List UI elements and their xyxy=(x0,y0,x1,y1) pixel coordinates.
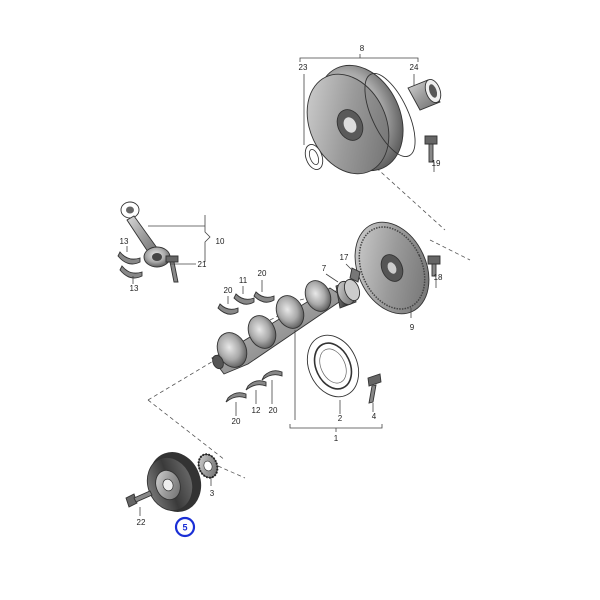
main-bearing-shell-part-20-upper-right[interactable] xyxy=(253,291,275,303)
main-bearing-shell-part-20-lower-left[interactable] xyxy=(225,392,247,403)
label-part-20-bottom-left[interactable]: 20 xyxy=(232,417,241,426)
label-part-9[interactable]: 9 xyxy=(410,323,415,332)
dual-mass-flywheel-part-8[interactable] xyxy=(292,51,426,187)
label-part-1[interactable]: 1 xyxy=(334,434,339,443)
bearing-shell-part-13-lower[interactable] xyxy=(119,265,143,279)
timing-sprocket-part-7[interactable] xyxy=(334,277,362,309)
bolt-part-19[interactable] xyxy=(424,135,438,163)
main-bearing-shell-part-12[interactable] xyxy=(245,380,267,391)
needle-bearing-part-24[interactable] xyxy=(407,77,444,111)
label-part-7[interactable]: 7 xyxy=(322,264,327,273)
label-part-20-top-left[interactable]: 20 xyxy=(224,286,233,295)
highlight-marker-part-5[interactable]: 5 xyxy=(174,516,196,538)
label-part-20-top-right[interactable]: 20 xyxy=(258,269,267,278)
label-part-23[interactable]: 23 xyxy=(299,63,308,72)
label-part-13-lower[interactable]: 13 xyxy=(130,284,139,293)
main-bearing-shell-part-11[interactable] xyxy=(233,293,255,305)
bolt-part-4[interactable] xyxy=(367,373,382,404)
main-bearing-shell-part-20-lower-right[interactable] xyxy=(261,370,283,381)
label-part-13-upper[interactable]: 13 xyxy=(120,237,129,246)
crank-sprocket-part-3[interactable] xyxy=(195,452,220,481)
label-part-20-bottom-right[interactable]: 20 xyxy=(269,406,278,415)
bolt-part-18[interactable] xyxy=(427,255,441,277)
connecting-rod-part-10[interactable] xyxy=(120,201,171,268)
vibration-damper-part-5[interactable] xyxy=(140,445,209,518)
label-part-19[interactable]: 19 xyxy=(432,159,441,168)
main-bearing-shell-part-20-upper-left[interactable] xyxy=(217,303,239,315)
label-part-4[interactable]: 4 xyxy=(372,412,377,421)
label-part-3[interactable]: 3 xyxy=(210,489,215,498)
flywheel-part-9[interactable] xyxy=(341,210,443,326)
label-part-11[interactable]: 11 xyxy=(239,276,248,285)
label-part-24[interactable]: 24 xyxy=(410,63,419,72)
part-labels: 8 23 24 19 10 13 13 21 11 20 20 7 17 18 … xyxy=(120,44,443,527)
label-part-17[interactable]: 17 xyxy=(340,253,349,262)
label-part-8[interactable]: 8 xyxy=(360,44,365,53)
bearing-shell-part-13-upper[interactable] xyxy=(117,251,141,265)
label-part-22[interactable]: 22 xyxy=(137,518,146,527)
rod-bolt-part-21[interactable] xyxy=(165,255,179,283)
label-part-18[interactable]: 18 xyxy=(434,273,443,282)
highlight-circle xyxy=(174,516,196,538)
leader-lines xyxy=(126,54,437,516)
label-part-5[interactable]: 5 xyxy=(182,523,187,533)
bolt-part-17[interactable] xyxy=(349,267,361,283)
label-part-21[interactable]: 21 xyxy=(198,260,207,269)
damper-bolt-part-22[interactable] xyxy=(125,490,153,508)
label-part-12[interactable]: 12 xyxy=(252,406,261,415)
label-part-2[interactable]: 2 xyxy=(338,414,343,423)
crankshaft-part-1[interactable] xyxy=(211,276,346,375)
seal-ring-part-23[interactable] xyxy=(302,142,326,172)
rear-seal-part-2[interactable] xyxy=(298,327,369,405)
label-part-10[interactable]: 10 xyxy=(216,237,225,246)
